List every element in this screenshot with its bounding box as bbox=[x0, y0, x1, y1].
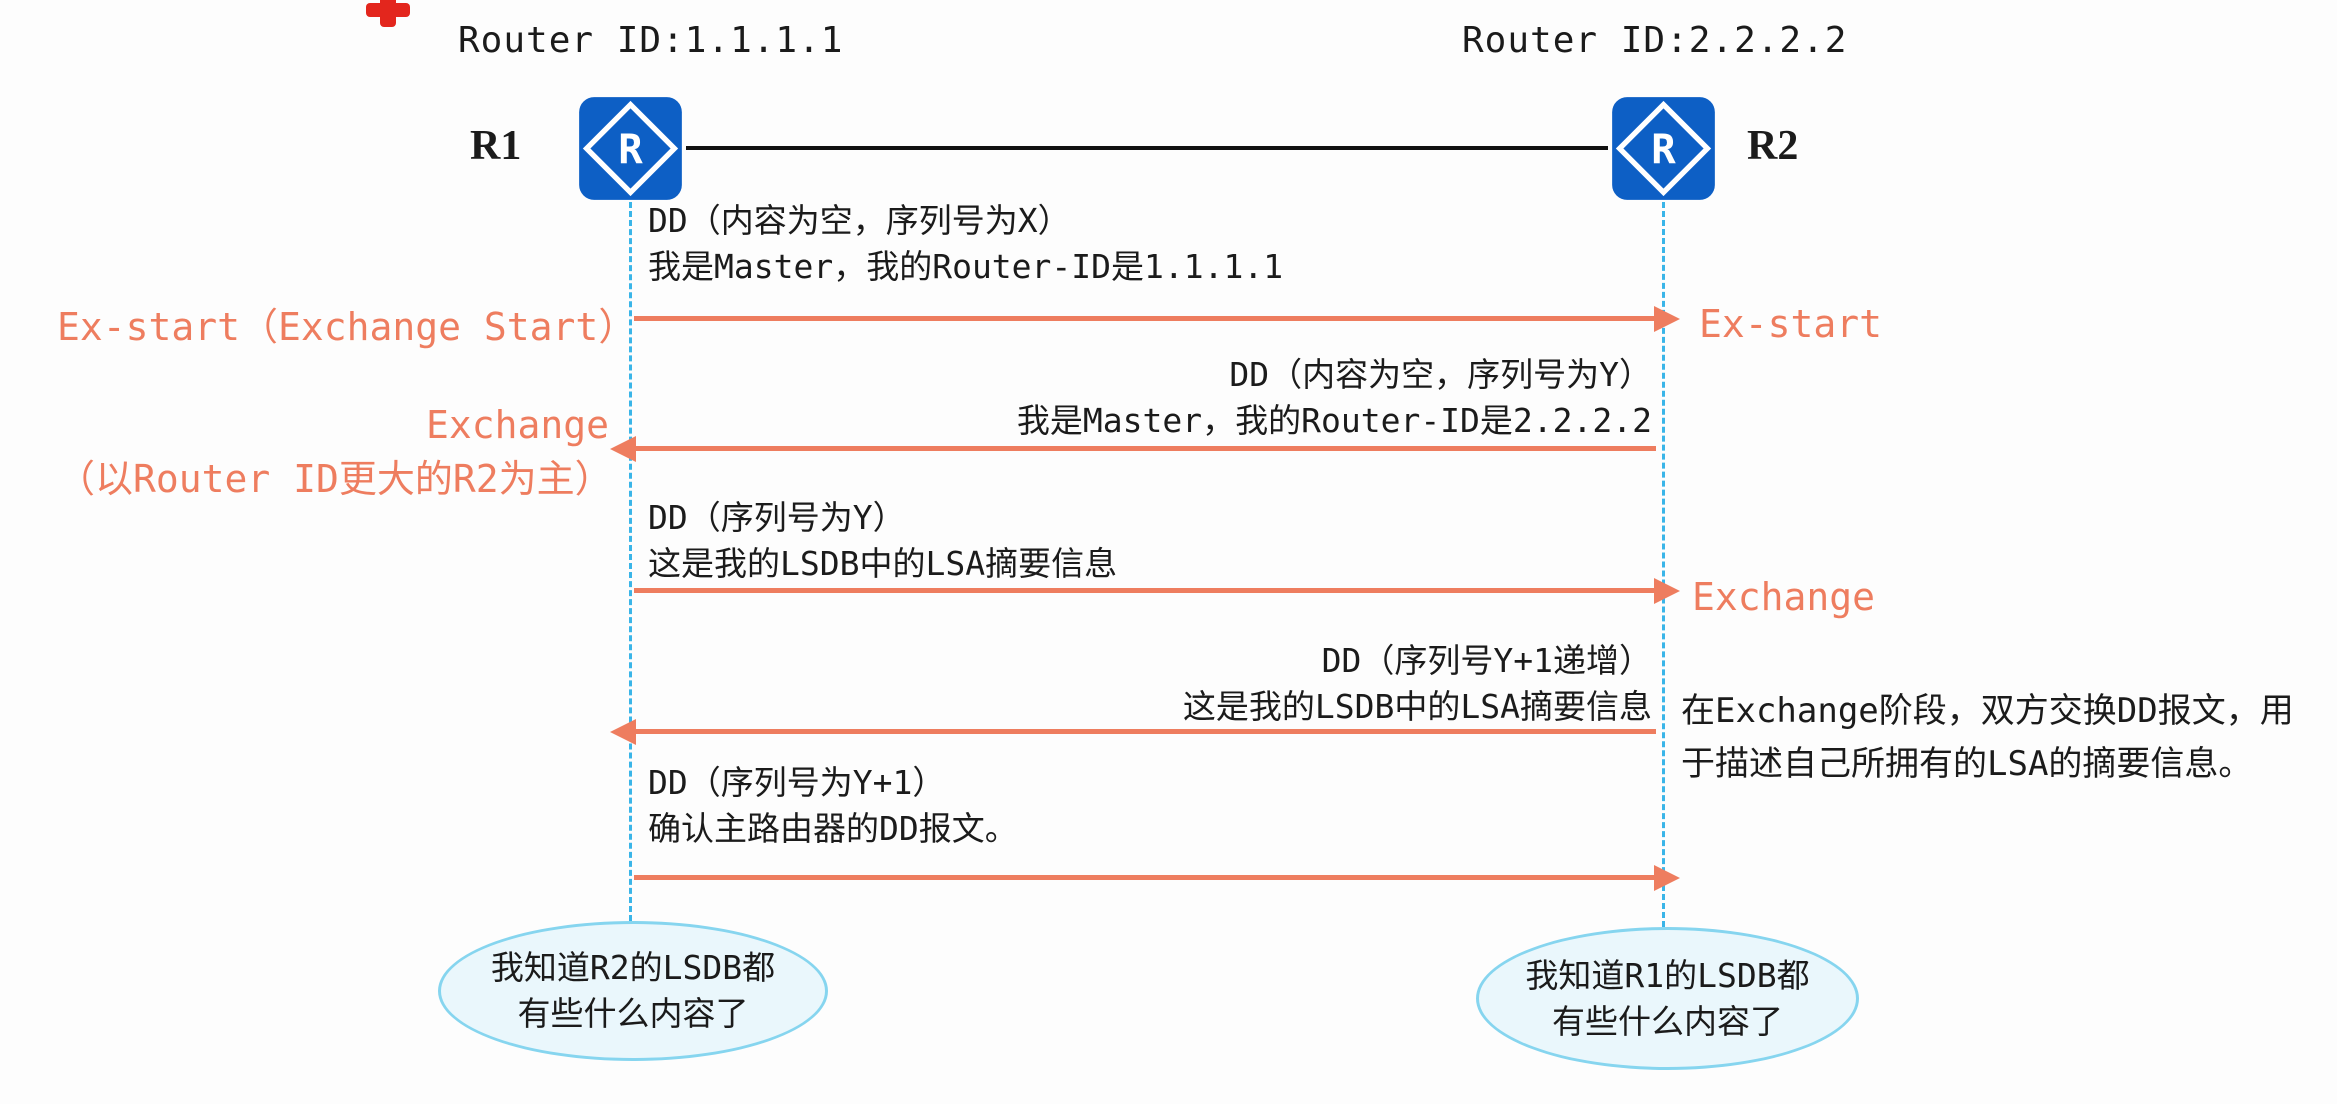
router1-icon: R bbox=[574, 95, 687, 202]
phase-exstart-left-label: Ex-start（Exchange Start） bbox=[57, 305, 637, 349]
message-line: DD（序列号为Y） bbox=[648, 498, 906, 537]
message-line: DD（序列号为Y+1） bbox=[648, 763, 946, 802]
router-link-line bbox=[686, 146, 1608, 150]
router-icon-glyph: R bbox=[1651, 125, 1676, 173]
message-5-arrow bbox=[634, 875, 1656, 880]
message-2-arrow bbox=[634, 446, 1656, 451]
message-line: 我是Master，我的Router-ID是1.1.1.1 bbox=[648, 247, 1284, 286]
red-marker-part bbox=[366, 3, 410, 17]
router2-name-label: R2 bbox=[1747, 123, 1799, 169]
exchange-note: 在Exchange阶段，双方交换DD报文，用 于描述自己所拥有的LSA的摘要信息… bbox=[1681, 685, 2294, 791]
router-icon-svg: R bbox=[579, 97, 682, 200]
bubble-line: 有些什么内容了 bbox=[517, 994, 749, 1033]
router-icon-glyph: R bbox=[618, 125, 643, 173]
router1-name-label: R1 bbox=[470, 123, 522, 169]
router2-lifeline bbox=[1662, 202, 1665, 927]
router-icon-svg: R bbox=[1612, 97, 1715, 200]
message-4-arrow bbox=[634, 729, 1656, 734]
bubble-line: 我知道R1的LSDB都 bbox=[1525, 955, 1810, 995]
message-line: 这是我的LSDB中的LSA摘要信息 bbox=[1182, 687, 1652, 726]
message-line: 我是Master，我的Router-ID是2.2.2.2 bbox=[1016, 401, 1652, 440]
phase-exchange-left-label: Exchange （以Router ID更大的R2为主） bbox=[57, 398, 613, 506]
bubble-line: 我知道R2的LSDB都 bbox=[490, 948, 776, 987]
message-5-text: DD（序列号为Y+1） 确认主路由器的DD报文。 bbox=[648, 760, 1018, 852]
router2-id-label: Router ID:2.2.2.2 bbox=[1462, 20, 1848, 61]
message-1-text: DD（内容为空，序列号为X） 我是Master，我的Router-ID是1.1.… bbox=[648, 198, 1283, 290]
message-3-arrow bbox=[634, 588, 1656, 593]
message-line: DD（内容为空，序列号为Y） bbox=[1229, 355, 1652, 394]
bubble-line: 有些什么内容了 bbox=[1552, 1001, 1783, 1041]
message-4-text: DD（序列号Y+1递增） 这是我的LSDB中的LSA摘要信息 bbox=[1183, 638, 1652, 730]
phase-exchange-right-label: Exchange bbox=[1692, 575, 1876, 619]
router2-icon: R bbox=[1607, 95, 1720, 202]
exchange-note-line1: 在Exchange阶段，双方交换DD报文，用 bbox=[1681, 691, 2294, 731]
phase-exchange-left-line2: （以Router ID更大的R2为主） bbox=[57, 457, 613, 501]
red-marker-icon bbox=[366, 0, 410, 27]
message-line: 确认主路由器的DD报文。 bbox=[648, 809, 1018, 848]
phase-exchange-left-line1: Exchange bbox=[425, 403, 609, 447]
router1-lifeline bbox=[629, 202, 632, 921]
phase-exstart-right-label: Ex-start bbox=[1699, 302, 1883, 346]
message-1-arrow bbox=[634, 316, 1656, 321]
message-3-text: DD（序列号为Y） 这是我的LSDB中的LSA摘要信息 bbox=[648, 495, 1117, 587]
router1-id-label: Router ID:1.1.1.1 bbox=[458, 20, 844, 61]
message-line: DD（内容为空，序列号为X） bbox=[648, 201, 1071, 240]
r2-thought-bubble: 我知道R1的LSDB都 有些什么内容了 bbox=[1476, 927, 1859, 1070]
exchange-note-line2: 于描述自己所拥有的LSA的摘要信息。 bbox=[1681, 744, 2253, 784]
message-line: DD（序列号Y+1递增） bbox=[1321, 641, 1652, 680]
r1-thought-bubble: 我知道R2的LSDB都 有些什么内容了 bbox=[438, 921, 828, 1061]
message-2-text: DD（内容为空，序列号为Y） 我是Master，我的Router-ID是2.2.… bbox=[1017, 352, 1652, 444]
message-line: 这是我的LSDB中的LSA摘要信息 bbox=[648, 544, 1118, 583]
